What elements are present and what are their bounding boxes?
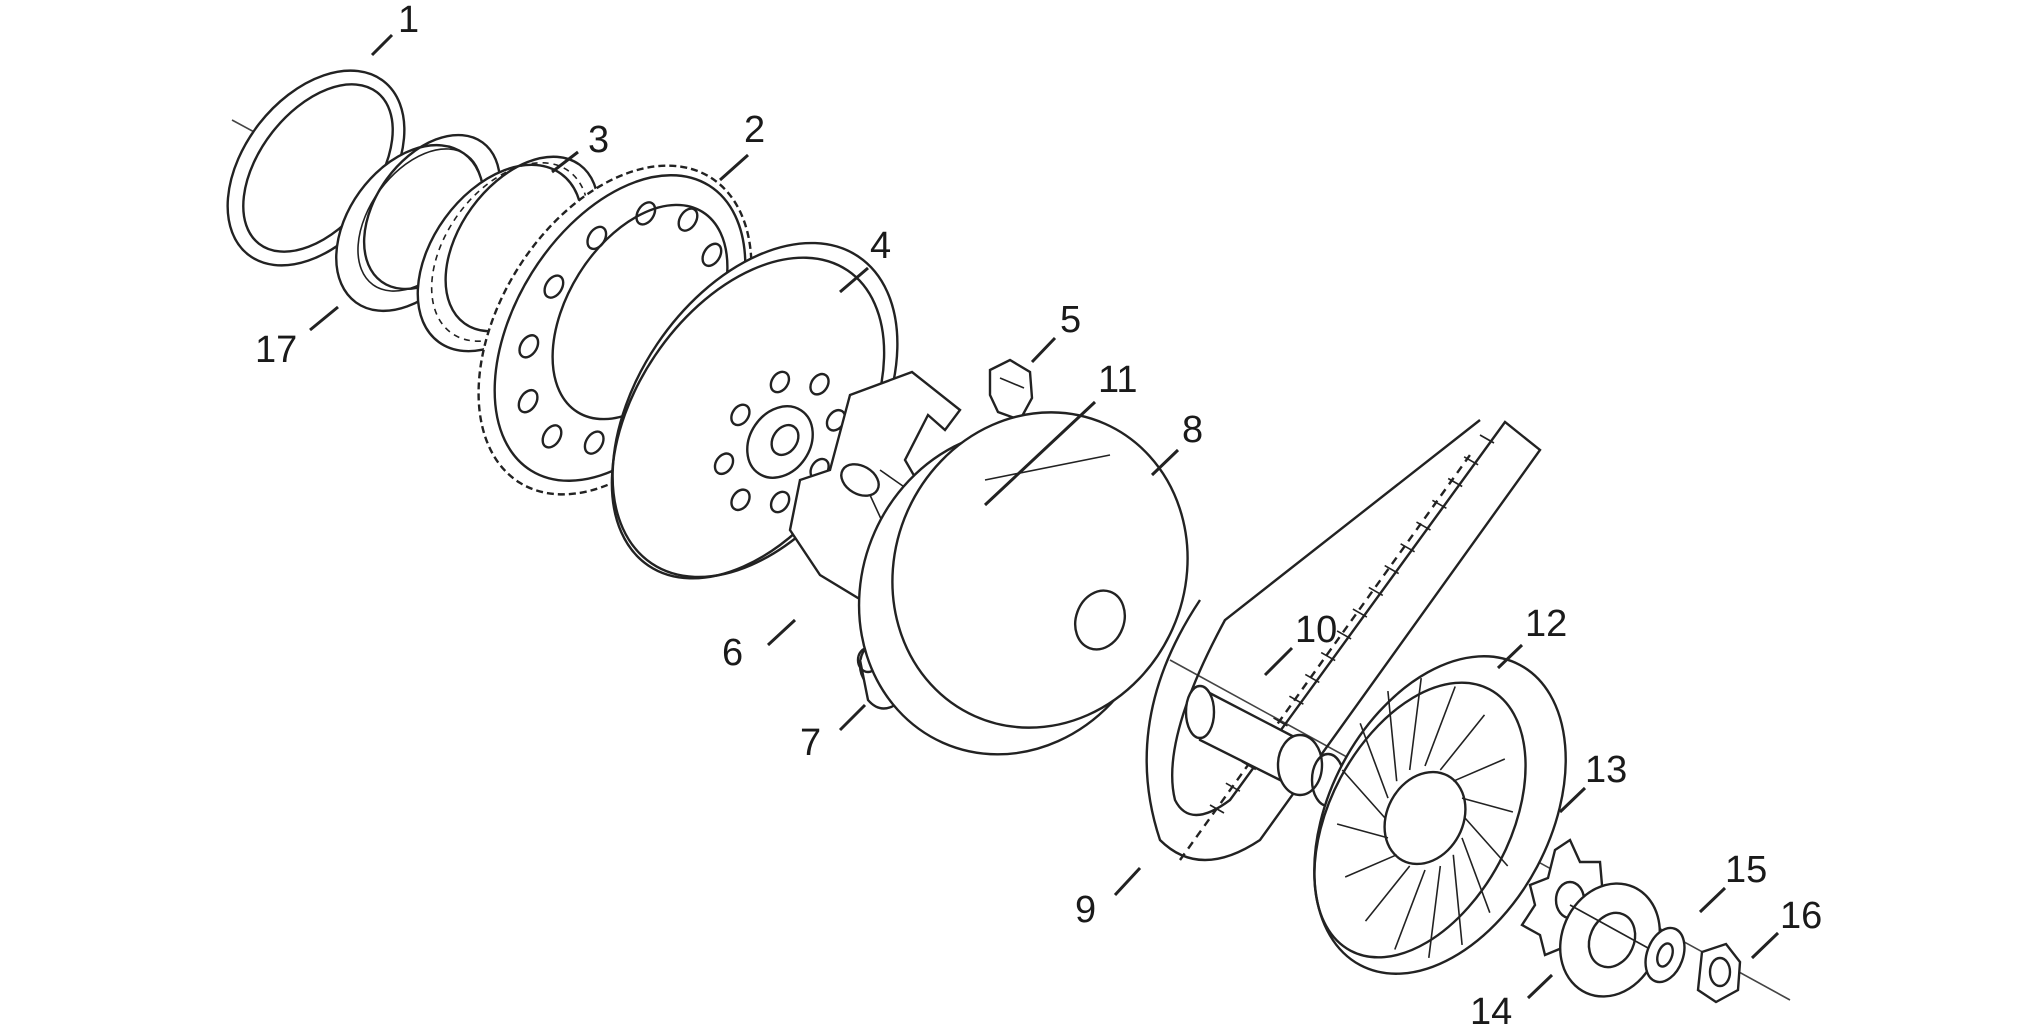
leader-lines (309, 33, 1780, 1000)
part-5-slider (988, 358, 1034, 422)
callout-16: 16 (1780, 895, 1822, 937)
hole (769, 370, 791, 394)
fan-blade (1424, 686, 1456, 767)
hole (518, 334, 540, 359)
leader-9 (1113, 866, 1142, 897)
callout-3: 3 (588, 119, 609, 161)
fan-blade (1336, 823, 1389, 839)
leader-6 (766, 618, 797, 647)
fan-blade (1452, 758, 1506, 782)
fan-blade (1341, 769, 1386, 819)
belt-tooth (1209, 804, 1225, 814)
leader-4 (839, 266, 869, 294)
hole (635, 201, 657, 226)
fan-blade (1387, 691, 1398, 782)
leader-2 (719, 153, 749, 182)
hole (586, 225, 608, 251)
fan-blade (1428, 865, 1442, 958)
belt-tooth (1384, 564, 1400, 575)
fan-blade (1364, 865, 1411, 922)
fan-blade (1461, 837, 1491, 913)
fan-blade (1452, 854, 1463, 945)
hole (713, 452, 735, 476)
leader-1 (370, 33, 394, 57)
callout-9: 9 (1075, 889, 1096, 931)
part-8-movable-sheave (857, 411, 1189, 756)
leader-7 (838, 703, 867, 732)
callout-7: 7 (800, 722, 821, 764)
fan-blade (1439, 714, 1486, 771)
hole (543, 274, 565, 299)
hole (583, 430, 605, 455)
belt-tooth (1336, 630, 1352, 640)
part-15-washer (1644, 926, 1686, 984)
leader-13 (1558, 786, 1587, 814)
leader-14 (1526, 973, 1554, 1000)
fan-blade (1464, 817, 1509, 867)
belt-tooth (1320, 651, 1336, 662)
callout-labels: 1 2 3 4 5 6 7 8 9 10 11 12 13 14 15 16 1… (255, 0, 1822, 1027)
belt-tooth (1352, 608, 1368, 618)
part-16-nut (1696, 942, 1742, 1004)
belt-tooth (1447, 477, 1463, 488)
belt-tooth (1400, 543, 1415, 553)
leader-15 (1698, 886, 1727, 914)
fan-blade (1359, 723, 1389, 799)
callout-12: 12 (1525, 603, 1567, 645)
leader-5 (1030, 336, 1057, 364)
hole (769, 490, 791, 514)
callout-14: 14 (1470, 991, 1512, 1027)
leader-3 (551, 150, 579, 174)
callout-2: 2 (744, 109, 765, 151)
callout-4: 4 (870, 225, 891, 267)
leader-10 (1263, 646, 1294, 677)
hole (730, 403, 751, 427)
hole (809, 372, 830, 396)
hole (701, 242, 723, 268)
part-10-spacer-tube (1184, 684, 1346, 808)
leader-11 (983, 400, 1097, 507)
fan-blade (1408, 678, 1422, 771)
belt-tooth (1225, 782, 1241, 792)
callout-8: 8 (1182, 409, 1203, 451)
belt-tooth (1368, 586, 1384, 597)
callout-15: 15 (1725, 849, 1767, 891)
hole (730, 488, 751, 512)
callout-11: 11 (1098, 359, 1137, 401)
belt-tooth (1416, 521, 1431, 531)
belt-tooth (1432, 499, 1447, 509)
leader-12 (1496, 643, 1524, 670)
callout-1: 1 (398, 0, 419, 41)
leader-8 (1150, 448, 1180, 477)
callout-17: 17 (255, 329, 297, 371)
fan-blade (1344, 854, 1398, 878)
callout-13: 13 (1585, 749, 1627, 791)
belt-tooth (1273, 717, 1288, 727)
belt-tooth (1479, 434, 1495, 444)
belt-tooth (1304, 673, 1320, 684)
belt-tooth (1463, 456, 1479, 466)
leader-17 (309, 305, 339, 332)
fan-blade (1461, 797, 1514, 813)
part-12-fan-sheave (1313, 655, 1567, 975)
hole (517, 388, 539, 414)
fan-blade (1394, 869, 1426, 950)
hole (541, 424, 563, 449)
hole (677, 207, 699, 232)
callout-6: 6 (722, 632, 743, 674)
leader-16 (1750, 931, 1780, 960)
callout-5: 5 (1060, 299, 1081, 341)
belt-tooth (1289, 695, 1304, 705)
part-9-drive-belt (1145, 419, 1542, 862)
callout-10: 10 (1295, 609, 1337, 651)
